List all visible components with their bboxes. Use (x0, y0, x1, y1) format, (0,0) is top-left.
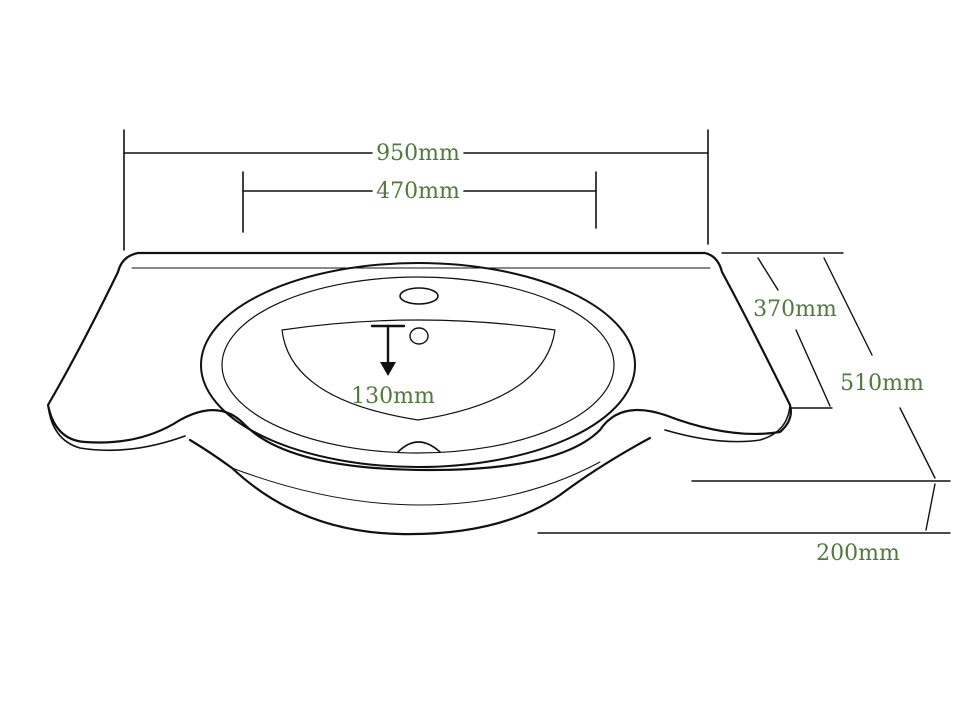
overflow-hole-icon (409, 327, 429, 345)
dimension-overall-width: 950mm (123, 129, 709, 251)
dimension-510-lower (899, 407, 936, 479)
basin-bowl (200, 262, 636, 468)
label-depth-side: 370mm (753, 297, 837, 322)
counter-front-edge (47, 404, 186, 452)
depth-arrow-icon (380, 362, 396, 376)
dimension-side-depths: 370mm 510mm 200mm (537, 252, 951, 566)
dimension-bowl-depth: 130mm (351, 324, 435, 409)
drain-icon (397, 441, 441, 453)
counter-outline (46, 251, 792, 472)
dimension-200-line (925, 483, 936, 531)
bowl-apron-inner (231, 461, 601, 506)
label-overall-width: 950mm (376, 141, 460, 166)
dimension-370-upper (757, 257, 779, 291)
label-front-projection: 200mm (816, 541, 900, 566)
dimension-bowl-width: 470mm (242, 171, 597, 233)
bowl-outer-rim (200, 262, 636, 468)
dimension-510-upper (823, 257, 873, 356)
counter-front-edge-right (664, 404, 791, 443)
dimension-370-lower (795, 329, 831, 407)
bowl-basin-line (281, 319, 556, 421)
sink-body (46, 251, 792, 536)
bowl-inner-rim (221, 276, 615, 454)
tap-hole-icon (399, 287, 439, 305)
label-depth-total: 510mm (840, 371, 924, 396)
label-bowl-width: 470mm (376, 179, 460, 204)
label-bowl-depth: 130mm (351, 384, 435, 409)
